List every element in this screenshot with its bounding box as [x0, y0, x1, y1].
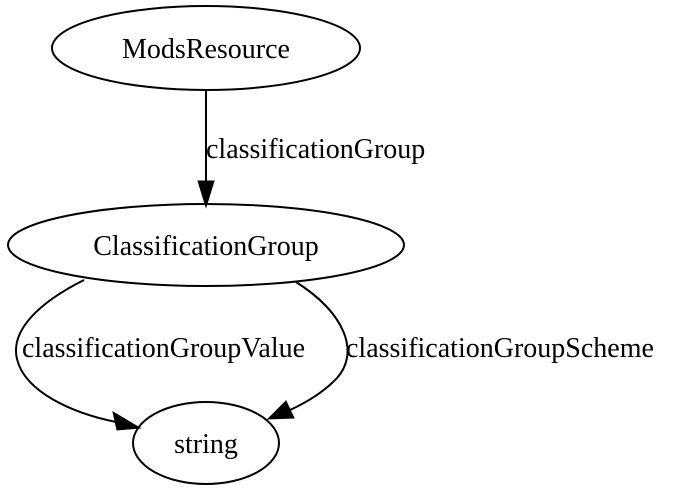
- node-string: string: [132, 401, 280, 485]
- edge-classification-group-value-label: classificationGroupValue: [22, 333, 305, 364]
- edge-classification-group-arrowhead: [197, 180, 215, 209]
- edge-classification-group-value: classificationGroupValue: [14, 279, 305, 431]
- node-mods-resource: ModsResource: [51, 5, 361, 91]
- node-string-label: string: [174, 429, 238, 460]
- node-classification-group-label: ClassificationGroup: [93, 231, 319, 262]
- node-string-shape: [132, 401, 280, 485]
- edge-classification-group-scheme-arrowhead: [266, 400, 295, 420]
- edge-classification-group-scheme-label: classificationGroupScheme: [346, 333, 654, 364]
- edge-classification-group-value-arrowhead: [112, 410, 142, 431]
- node-mods-resource-label: ModsResource: [122, 34, 290, 65]
- edge-classification-group-scheme: classificationGroupScheme: [266, 281, 654, 420]
- edge-classification-group-value-path: [14, 279, 117, 423]
- edge-classification-group: classificationGroup: [197, 90, 425, 209]
- node-classification-group: ClassificationGroup: [7, 203, 405, 287]
- edge-classification-group-label: classificationGroup: [206, 134, 425, 165]
- edge-classification-group-scheme-path: [289, 281, 349, 411]
